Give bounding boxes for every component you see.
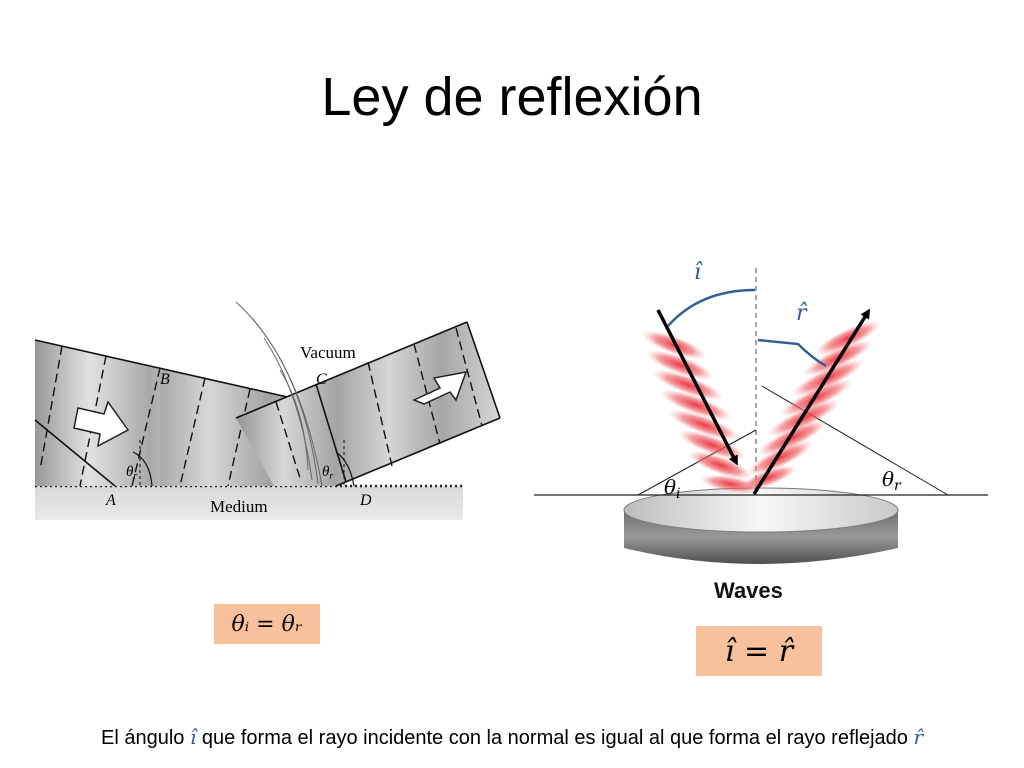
reflecting-dish xyxy=(623,487,899,564)
angle-arc-d xyxy=(335,451,355,487)
theta-left-a: θr xyxy=(126,464,137,482)
reflected-ray-arrow xyxy=(752,308,871,495)
point-d-label: D xyxy=(359,492,372,509)
incident-angle-arc xyxy=(667,288,756,327)
theta-left-d: θr xyxy=(322,464,333,482)
footer-caption: El ángulo î que forma el rayo incidente … xyxy=(0,722,1024,753)
medium-label: Medium xyxy=(210,497,268,516)
point-c-label: C xyxy=(316,371,327,388)
vacuum-label: Vacuum xyxy=(300,343,356,362)
medium-region xyxy=(35,486,463,520)
reflected-wave-pulses xyxy=(739,320,881,491)
incident-arrow-icon xyxy=(73,400,130,448)
footer-symbol-i: î xyxy=(189,725,197,749)
theta-r-label: θr xyxy=(882,467,902,494)
reflected-beam xyxy=(235,321,501,487)
angle-equality-box: θᵢ = θᵣ xyxy=(214,604,320,644)
incident-ray-arrow xyxy=(656,309,738,466)
i-hat-label: î xyxy=(694,260,703,285)
footer-text-1: El ángulo xyxy=(101,727,190,749)
huygens-wavelets xyxy=(235,301,323,487)
incident-wave-pulses xyxy=(641,330,760,494)
footer-symbol-r: r̂ xyxy=(913,725,923,749)
theta-i-label: θi xyxy=(664,475,681,502)
point-a-label: A xyxy=(105,492,116,509)
vector-equality-box: î = r̂ xyxy=(696,626,822,676)
left-figure: Vacuum Medium A B C D θr θr xyxy=(34,301,501,520)
waves-label: Waves xyxy=(714,578,783,603)
point-b-label: B xyxy=(160,371,170,388)
right-figure: î r̂ θi θr Waves xyxy=(534,260,988,603)
reflected-arrow-icon xyxy=(412,371,468,405)
r-hat-label: r̂ xyxy=(796,301,808,326)
footer-text-2: que forma el rayo incidente con la norma… xyxy=(196,727,914,749)
angle-arc-a xyxy=(132,451,153,487)
reflected-angle-arc xyxy=(757,338,827,368)
page-title: Ley de reflexión xyxy=(321,67,703,127)
